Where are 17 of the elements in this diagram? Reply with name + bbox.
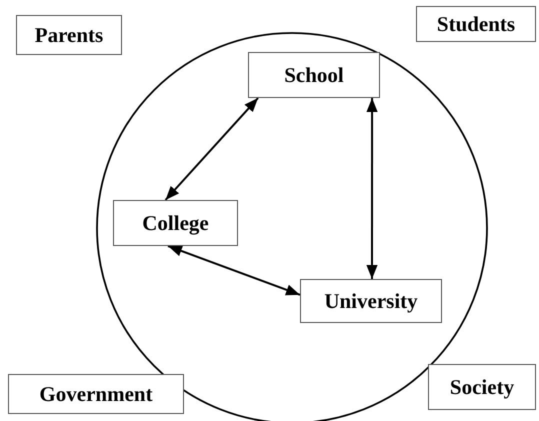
box-label: Government	[39, 382, 153, 406]
label-box	[248, 52, 380, 98]
box-label: School	[284, 62, 344, 88]
double-headed-arrow	[168, 245, 300, 296]
box-label: Parents	[34, 22, 104, 48]
label-box	[416, 6, 536, 42]
box-label: Society	[450, 374, 514, 400]
label-box	[113, 200, 238, 246]
box-label: University	[324, 288, 418, 314]
double-headed-arrow	[164, 97, 259, 201]
box-label: College	[142, 210, 209, 236]
label-box	[8, 374, 184, 414]
double-headed-arrow	[366, 98, 378, 279]
box-label: Students	[436, 12, 516, 36]
label-box	[16, 15, 122, 55]
label-box	[300, 279, 442, 323]
label-box	[428, 364, 536, 410]
